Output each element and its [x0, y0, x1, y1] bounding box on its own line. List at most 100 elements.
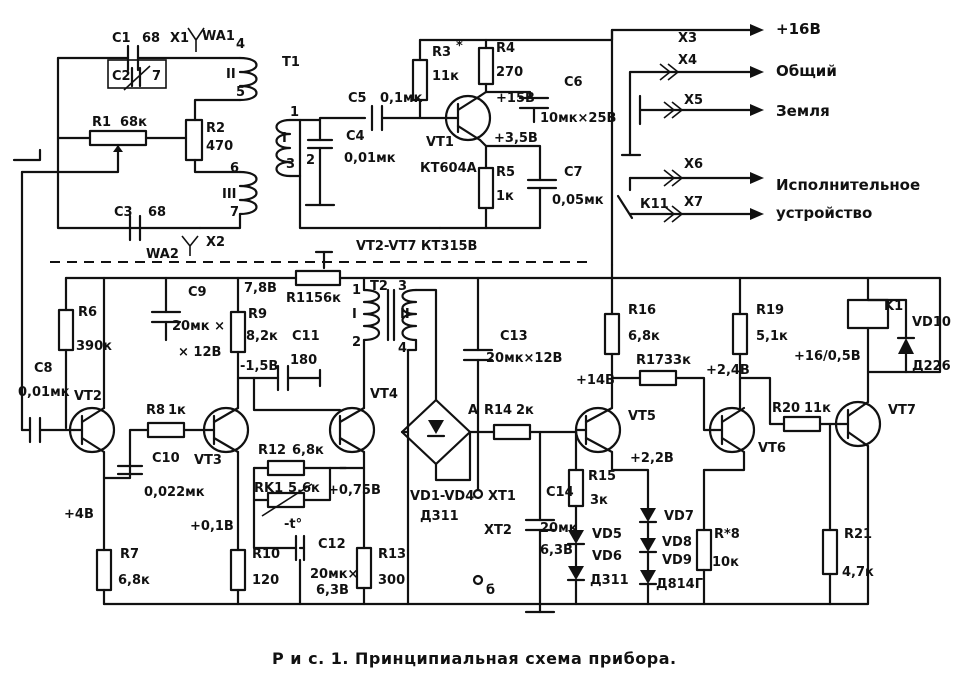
label-r11-value: 56к: [314, 291, 341, 306]
vt1-amplifier-block: [275, 24, 764, 267]
label-c5: C5: [348, 91, 367, 106]
label-c8-value: 0,01мк: [18, 385, 70, 400]
label-r18-value: 10к: [712, 555, 739, 570]
label-v15: +15В: [496, 91, 535, 106]
label-r12-value: 6,8к: [292, 443, 324, 458]
label-c10-value: 0,022мк: [144, 485, 205, 500]
label-r3: R3: [432, 45, 451, 60]
label-r7-value: 6,8к: [118, 573, 150, 588]
label-pin-5: 5: [236, 85, 245, 100]
label-r3-star: *: [456, 39, 463, 54]
label-r21: R21: [844, 527, 872, 542]
label-c12-value-2: 6,3В: [316, 583, 349, 598]
label-c9-value-1: 20мк ×: [172, 319, 225, 334]
label-r15-value: 3к: [590, 493, 608, 508]
label-x2: X2: [206, 235, 225, 250]
label-vd5: VD5: [592, 527, 622, 542]
label-r13-value: 300: [378, 573, 405, 588]
label-vd7: VD7: [664, 509, 694, 524]
label-r15: R15: [588, 469, 616, 484]
label-common: Общий: [776, 62, 837, 80]
label-r14: R14: [484, 403, 512, 418]
label-t2-pin-3: 3: [398, 279, 407, 294]
label-c5-value: 0,1мк: [380, 91, 423, 106]
label-plus16: +16В: [776, 20, 821, 38]
vt7-relay-stage: [821, 276, 916, 606]
label-r21-value: 4,7к: [842, 565, 874, 580]
label-c11-value: 180: [290, 353, 317, 368]
label-c13: C13: [500, 329, 528, 344]
label-t1: T1: [282, 55, 300, 70]
label-vd8: VD8: [662, 535, 692, 550]
label-r3-value: 11к: [432, 69, 459, 84]
label-c6-value: 10мк×25В: [540, 111, 616, 126]
label-vd10: VD10: [912, 315, 951, 330]
label-x3: X3: [678, 31, 697, 46]
label-c10: C10: [152, 451, 180, 466]
figure-caption: Р и с. 1. Принципиальная схема прибора.: [272, 649, 677, 668]
label-r6-value: 390к: [76, 339, 112, 354]
label-r8-value: 1к: [168, 403, 186, 418]
label-t2-pin-2: 2: [352, 335, 361, 350]
label-c2: C2: [112, 69, 131, 84]
label-r19: R19: [756, 303, 784, 318]
label-v22: +2,2В: [630, 451, 674, 466]
label-v16-05: +16/0,5В: [794, 349, 861, 364]
label-r1-value: 68к: [120, 115, 147, 130]
label-c1-value: 68: [142, 31, 160, 46]
label-vm15: -1,5В: [240, 359, 278, 374]
label-r7: R7: [120, 547, 139, 562]
label-v35: +3,5В: [494, 131, 538, 146]
label-c7: C7: [564, 165, 583, 180]
label-c3: C3: [114, 205, 133, 220]
component-labels: C1 68 X1 WA1 C2 7 T1 II III 4 5 6 7 R1 6…: [18, 20, 951, 598]
label-c9: C9: [188, 285, 207, 300]
label-vt2: VT2: [74, 389, 102, 404]
label-vt2-vt7: VT2-VT7 КТ315В: [356, 239, 477, 254]
power-rails: [64, 263, 942, 606]
label-pin-6: 6: [230, 161, 239, 176]
label-r5: R5: [496, 165, 515, 180]
label-rk1: RK1: [254, 481, 283, 496]
label-r9-value: 8,2к: [246, 329, 278, 344]
label-pin-3: 3: [286, 157, 295, 172]
label-c4: C4: [346, 129, 365, 144]
label-c3-value: 68: [148, 205, 166, 220]
label-pin-1: 1: [290, 105, 299, 120]
label-c13-value: 20мк×12В: [486, 351, 562, 366]
label-vd6: VD6: [592, 549, 622, 564]
label-x6: X6: [684, 157, 703, 172]
label-tdeg: -t°: [284, 517, 302, 532]
label-r14-value: 2к: [516, 403, 534, 418]
label-r20: R20: [772, 401, 800, 416]
label-t2-pin-4: 4: [398, 341, 407, 356]
vt2-stage: [20, 276, 206, 606]
label-c6: C6: [564, 75, 583, 90]
label-rk1-value: 5,6к: [288, 481, 320, 496]
label-r5-value: 1к: [496, 189, 514, 204]
label-c11: C11: [292, 329, 320, 344]
label-vd9: VD9: [662, 553, 692, 568]
label-r16-value: 6,8к: [628, 329, 660, 344]
label-c14: C14: [546, 485, 574, 500]
label-t1-winding-iii: III: [222, 187, 237, 202]
label-x7: X7: [684, 195, 703, 210]
label-wa1: WA1: [202, 29, 235, 44]
label-vt7: VT7: [888, 403, 916, 418]
label-k11: К11: [640, 197, 669, 212]
label-r17-value: 33к: [664, 353, 691, 368]
label-vd7-vd9-type: Д814Г: [656, 577, 703, 592]
label-x4: X4: [678, 53, 697, 68]
label-v78: 7,8В: [244, 281, 277, 296]
label-device: устройство: [776, 204, 872, 222]
label-t2: T2: [370, 279, 388, 294]
vt3-stage: [202, 276, 348, 606]
label-xt2-pin: б: [486, 583, 495, 598]
label-executive: Исполнительное: [776, 176, 920, 194]
label-t1-winding-ii: II: [226, 67, 236, 82]
vt5-stage: [566, 276, 716, 606]
label-c1: C1: [112, 31, 131, 46]
label-r10: R10: [252, 547, 280, 562]
antenna-loop-block: [12, 27, 258, 432]
